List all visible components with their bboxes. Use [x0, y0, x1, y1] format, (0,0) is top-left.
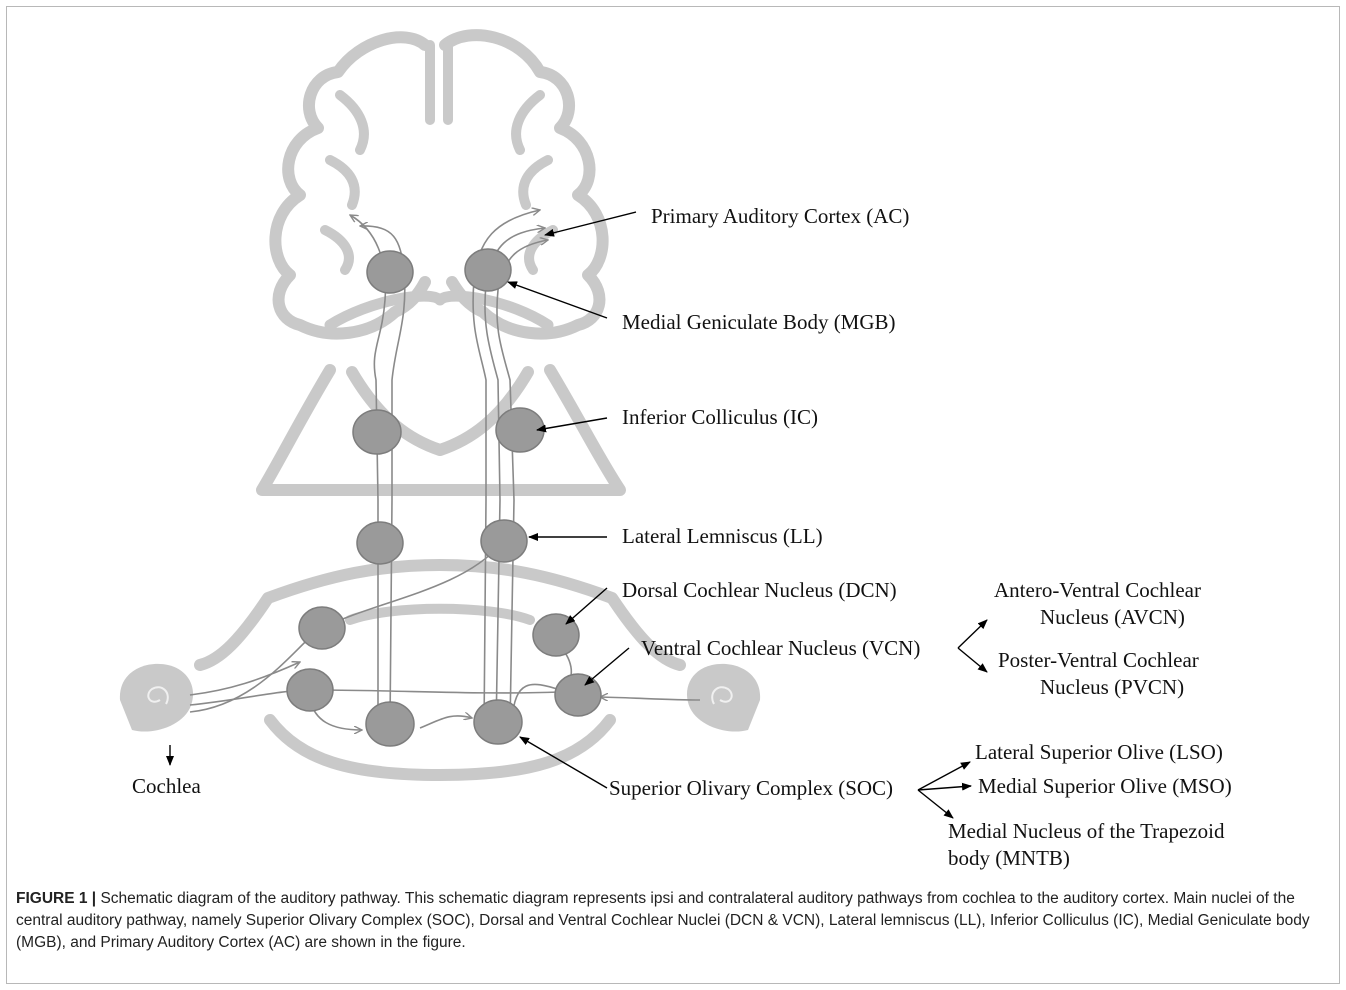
right-vcn-nucleus — [554, 673, 602, 717]
right-mgb-nucleus — [464, 248, 512, 292]
auditory-pathway-diagram: Primary Auditory Cortex (AC) Medial Geni… — [119, 29, 1232, 870]
label-pointers — [166, 211, 988, 819]
ll-label: Lateral Lemniscus (LL) — [622, 524, 823, 548]
soc-label: Superior Olivary Complex (SOC) — [609, 776, 893, 800]
caption-text: Schematic diagram of the auditory pathwa… — [16, 890, 1310, 951]
right-soc-nucleus — [473, 699, 523, 745]
left-ic-nucleus — [352, 409, 402, 455]
right-cochlea — [686, 663, 761, 732]
mntb-label-line2: body (MNTB) — [948, 846, 1070, 870]
brainstem-outline — [194, 559, 686, 781]
labels: Primary Auditory Cortex (AC) Medial Geni… — [132, 204, 1232, 870]
brain-outline — [269, 29, 609, 340]
midbrain-outline — [256, 364, 626, 496]
right-ll-nucleus — [480, 519, 528, 563]
pvcn-label-line2: Nucleus (PVCN) — [1040, 675, 1184, 699]
left-ll-nucleus — [356, 521, 404, 565]
mntb-label-line1: Medial Nucleus of the Trapezoid — [948, 819, 1225, 843]
mgb-label: Medial Geniculate Body (MGB) — [622, 310, 896, 334]
left-soc-nucleus — [365, 701, 415, 747]
pvcn-label-line1: Poster-Ventral Cochlear — [998, 648, 1199, 672]
mso-label: Medial Superior Olive (MSO) — [978, 774, 1232, 798]
dcn-label: Dorsal Cochlear Nucleus (DCN) — [622, 578, 897, 602]
caption-prefix: FIGURE 1 | — [16, 890, 97, 907]
cochlea-label: Cochlea — [132, 774, 201, 798]
lso-label: Lateral Superior Olive (LSO) — [975, 740, 1223, 764]
left-cochlea — [119, 663, 194, 732]
avcn-label-line1: Antero-Ventral Cochlear — [994, 578, 1201, 602]
ac-label: Primary Auditory Cortex (AC) — [651, 204, 909, 228]
right-dcn-nucleus — [532, 613, 580, 657]
figure-caption: FIGURE 1 | Schematic diagram of the audi… — [16, 888, 1332, 954]
nuclei — [286, 248, 602, 747]
avcn-label-line2: Nucleus (AVCN) — [1040, 605, 1185, 629]
figure-frame — [6, 6, 1340, 984]
left-dcn-nucleus — [298, 606, 346, 650]
vcn-label: Ventral Cochlear Nucleus (VCN) — [641, 636, 920, 660]
left-vcn-nucleus — [286, 668, 334, 712]
left-mgb-nucleus — [366, 250, 414, 294]
right-ic-nucleus — [495, 407, 545, 453]
ic-label: Inferior Colliculus (IC) — [622, 405, 818, 429]
